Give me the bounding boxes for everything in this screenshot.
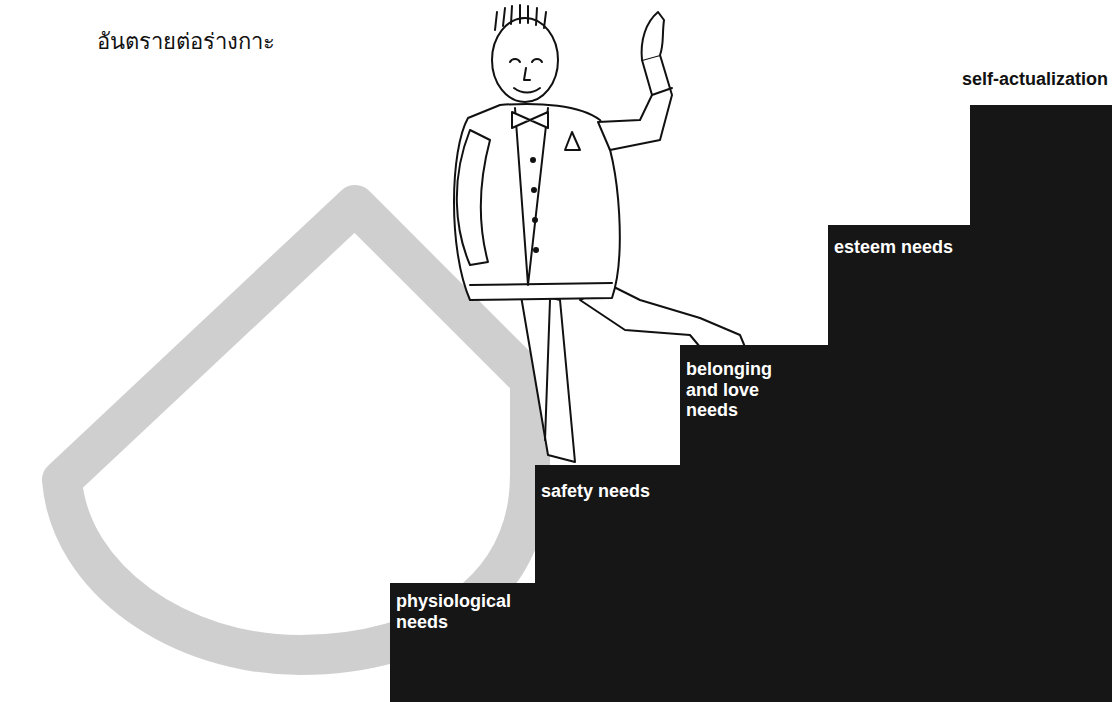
stair-step: esteem needs: [828, 225, 970, 702]
stair-step: self-actualization: [970, 105, 1112, 702]
heading-note: อันตรายต่อร่างกาะ: [97, 24, 275, 59]
step-label: safety needs: [541, 481, 671, 502]
step-label: physiological needs: [396, 591, 526, 632]
stair-step: safety needs: [535, 465, 680, 702]
stair-step: physiological needs: [390, 583, 535, 702]
step-label: self-actualization: [962, 69, 1108, 90]
step-label: esteem needs: [834, 237, 962, 258]
stair-step: belonging and love needs: [680, 345, 828, 702]
step-label: belonging and love needs: [686, 359, 806, 421]
